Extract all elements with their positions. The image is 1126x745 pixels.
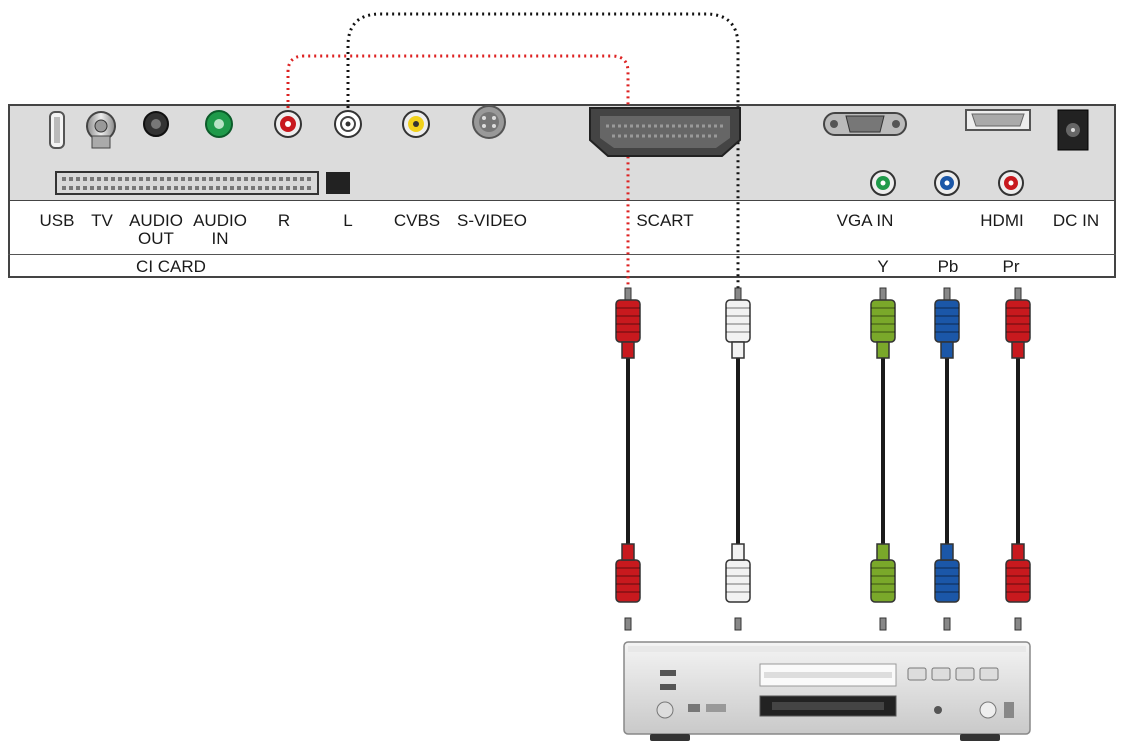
plug-bottom-audio-right <box>615 543 641 631</box>
dotted-line-audio-right <box>286 54 630 292</box>
port-label-strip <box>8 200 1116 278</box>
hdmi-port-icon <box>965 109 1031 131</box>
label-audio-in-line2: IN <box>211 229 229 248</box>
component-pr-port-icon <box>998 170 1024 196</box>
label-pb: Pb <box>937 257 959 276</box>
label-l: L <box>343 211 353 230</box>
label-tv: TV <box>91 211 113 230</box>
component-y-port-icon <box>870 170 896 196</box>
vga-port-icon <box>823 112 907 136</box>
plug-bottom-component-y <box>870 543 896 631</box>
dvd-player-icon <box>623 641 1031 741</box>
label-pr: Pr <box>1002 257 1020 276</box>
component-pb-port-icon <box>934 170 960 196</box>
r-audio-port-icon <box>274 110 302 138</box>
label-audio-out-line1: AUDIO <box>129 211 183 230</box>
cable-audio-right <box>615 287 641 631</box>
cable-component-y <box>870 287 896 631</box>
dc-in-port-icon <box>1057 109 1089 151</box>
label-audio-in-line1: AUDIO <box>193 211 247 230</box>
cable-audio-left <box>725 287 751 631</box>
label-audio-out-line2: OUT <box>138 229 174 248</box>
svideo-port-icon <box>472 105 506 139</box>
label-r: R <box>277 211 291 230</box>
plug-bottom-audio-left <box>725 543 751 631</box>
cable-component-pr <box>1005 287 1031 631</box>
label-svideo: S-VIDEO <box>457 211 527 230</box>
plug-bottom-component-pr <box>1005 543 1031 631</box>
label-ci-card: CI CARD <box>136 257 206 276</box>
label-dc-in: DC IN <box>1052 211 1100 230</box>
ci-card-slot-icon <box>55 171 350 195</box>
plug-top-audio-right <box>615 287 641 359</box>
scart-port-icon <box>589 107 741 157</box>
plug-top-component-pr <box>1005 287 1031 359</box>
audio-in-port-icon <box>205 110 233 138</box>
usb-port-icon <box>49 111 65 149</box>
label-vga-in: VGA IN <box>836 211 894 230</box>
plug-top-component-pb <box>934 287 960 359</box>
dotted-line-audio-left <box>346 12 740 292</box>
label-divider <box>8 254 1116 255</box>
label-scart: SCART <box>636 211 694 230</box>
plug-top-audio-left <box>725 287 751 359</box>
plug-bottom-component-pb <box>934 543 960 631</box>
l-audio-port-icon <box>334 110 362 138</box>
label-cvbs: CVBS <box>393 211 441 230</box>
label-y: Y <box>877 257 889 276</box>
cable-component-pb <box>934 287 960 631</box>
cvbs-port-icon <box>402 110 430 138</box>
audio-out-port-icon <box>143 111 169 137</box>
label-usb: USB <box>39 211 75 230</box>
plug-top-component-y <box>870 287 896 359</box>
tv-antenna-port-icon <box>86 111 116 149</box>
label-hdmi: HDMI <box>980 211 1024 230</box>
rca-cables <box>615 287 1031 631</box>
